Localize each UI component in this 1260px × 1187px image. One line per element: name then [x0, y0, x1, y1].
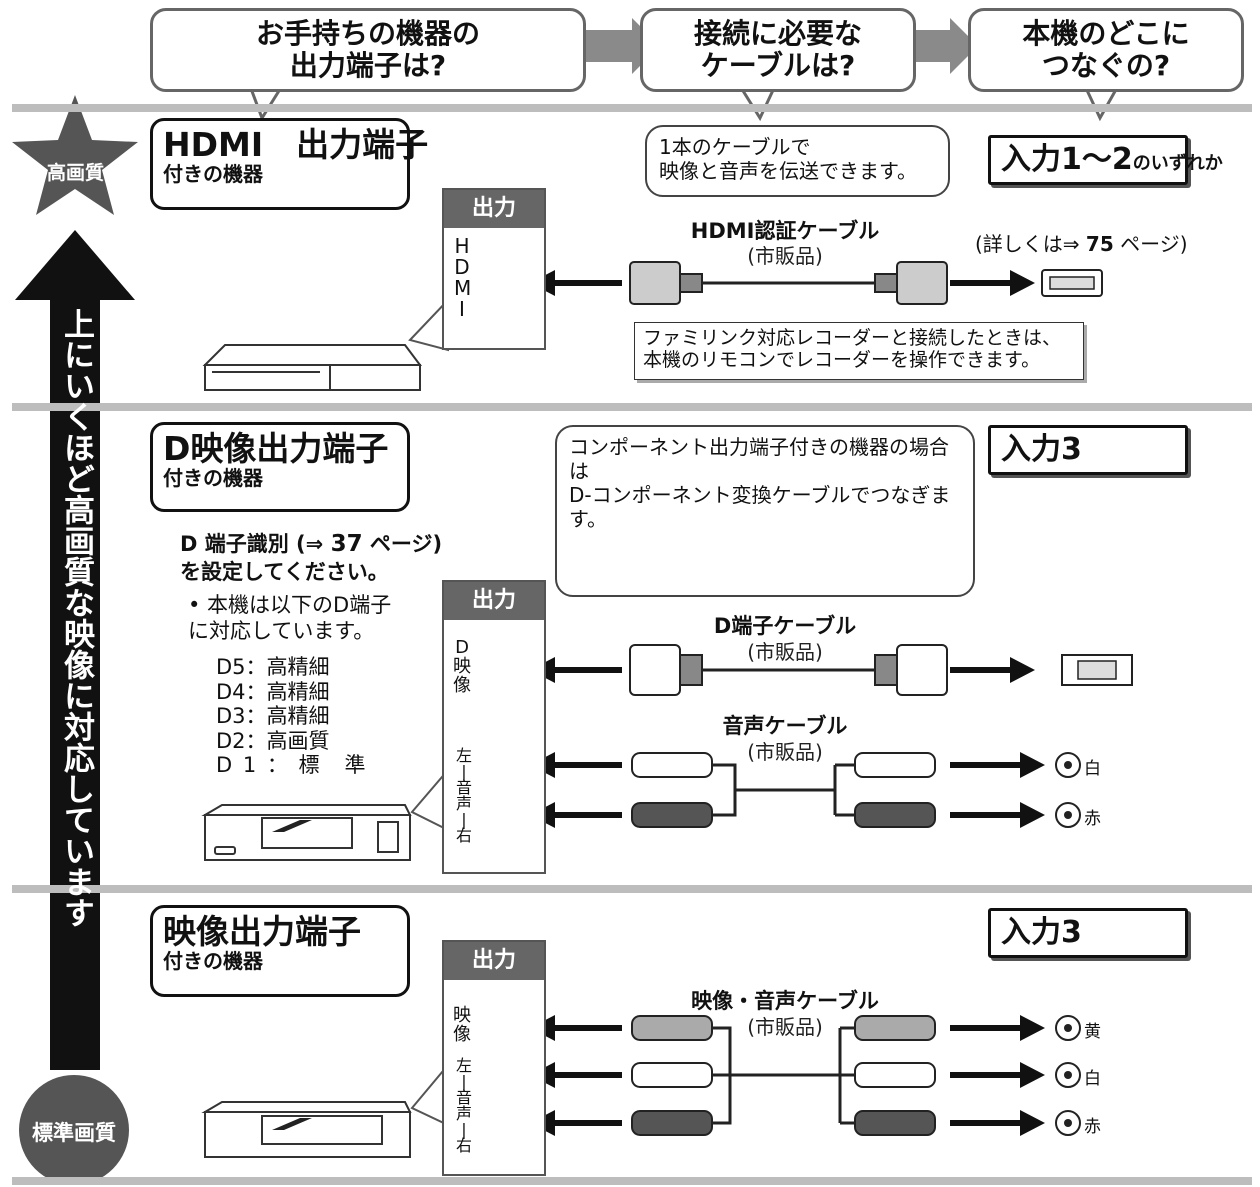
av-cable-name: 映像・音声ケーブル: [691, 989, 879, 1013]
hdmi-page-ref: (詳しくは⇒ 75 ページ): [975, 228, 1188, 257]
familink-note: ファミリンク対応レコーダーと接続したときは、 本機のリモコンでレコーダーを操作で…: [634, 322, 1084, 380]
composite-output-panel: 出力: [442, 940, 546, 1176]
quality-arrow: [15, 230, 135, 1070]
id-setting-page: 37: [330, 531, 363, 557]
tv-plug-yellow: 黄: [1084, 1022, 1101, 1042]
tv-plug-red: 赤: [1084, 1117, 1101, 1137]
hdmi-title: HDMI 出力端子: [163, 125, 429, 164]
ref-prefix: (詳しくは⇒: [975, 232, 1086, 256]
composite-audio-port-label: 左 | 音 声 | 右: [455, 1056, 472, 1155]
composite-title: 映像出力端子: [163, 912, 361, 951]
header-arrow-2: [912, 18, 978, 74]
header-where-connect: 本機のどこに つなぐの?: [968, 8, 1244, 92]
row-divider: [12, 885, 1252, 893]
d-audio-port-label: 左 | 音 声 | 右: [455, 746, 472, 845]
d-video-subtitle: 付きの機器: [163, 466, 263, 490]
audio-cable: [631, 752, 936, 828]
d-mode: D2：高画質: [216, 728, 330, 753]
d-mode: D4：高精細: [216, 679, 330, 704]
tv-plug-red: 赤: [1084, 809, 1101, 829]
hdmi-output-panel: 出力: [442, 188, 546, 350]
high-quality-label: 高画質: [46, 162, 104, 184]
d-video-device: [201, 804, 412, 861]
composite-input-box: 入力3: [988, 908, 1188, 958]
high-quality-star: [12, 95, 138, 215]
hdmi-bubble: 1本のケーブルで 映像と音声を伝送できます。: [645, 125, 950, 197]
hdmi-cable: [629, 261, 948, 305]
d-cable-name: D端子ケーブル: [713, 614, 857, 638]
hdmi-input-box: 入力1〜2のいずれか: [988, 135, 1223, 185]
d-id-setting-line2: を設定してください。: [180, 560, 389, 584]
hdmi-cable-note: (市販品): [747, 244, 823, 268]
hdmi-subtitle: 付きの機器: [163, 162, 263, 186]
row-divider: [12, 104, 1252, 112]
d-output-panel: 出力: [442, 580, 546, 874]
d-input-box: 入力3: [988, 425, 1188, 475]
d-mode: D3：高精細: [216, 704, 330, 728]
composite-subtitle: 付きの機器: [163, 949, 263, 973]
hdmi-recorder-device: [202, 344, 422, 391]
composite-device: [201, 1101, 412, 1158]
composite-video-port-label: 映 像: [453, 1005, 471, 1045]
d-video-category-box: D映像出力端子 付きの機器: [150, 422, 410, 512]
hdmi-input: 入力1〜2: [1001, 142, 1133, 177]
audio-cable-name: 音声ケーブル: [722, 714, 848, 738]
panel-header: 出力: [444, 582, 544, 620]
ref-suffix: ページ): [1113, 232, 1188, 256]
d-video-title: D映像出力端子: [163, 429, 389, 468]
id-setting-b: ページ): [362, 532, 443, 556]
hdmi-input-suffix: のいずれか: [1132, 153, 1223, 174]
row-divider: [12, 403, 1252, 411]
hdmi-port-label: HDMI: [454, 234, 472, 321]
tv-plug-white: 白: [1084, 759, 1101, 779]
d-port-label: D 映 像: [453, 637, 471, 696]
panel-header: 出力: [444, 942, 544, 980]
d-mode: D 1 ： 標 準: [216, 753, 368, 777]
d-mode: D5：高精細: [216, 655, 330, 679]
quality-arrow-text: 上にいくほど高画質な映像に対応しています: [58, 308, 94, 928]
panel-header: 出力: [444, 190, 544, 228]
av-cable-note: (市販品): [747, 1015, 823, 1039]
d-cable: [629, 644, 948, 696]
row-divider: [12, 1177, 1252, 1185]
hdmi-cable-name: HDMI認証ケーブル: [690, 219, 880, 243]
id-setting-a: D 端子識別 (⇒: [180, 532, 331, 556]
d-cable-note: (市販品): [747, 640, 823, 664]
tv-plug-white: 白: [1084, 1069, 1101, 1089]
header-required-cable: 接続に必要な ケーブルは?: [640, 8, 916, 92]
standard-quality-label: 標準画質: [32, 1121, 116, 1145]
composite-category-box: 映像出力端子 付きの機器: [150, 905, 410, 997]
ref-page: 75: [1085, 232, 1114, 256]
hdmi-category-box: HDMI 出力端子 付きの機器: [150, 118, 429, 210]
component-bubble: コンポーネント出力端子付きの機器の場合は D-コンポーネント変換ケーブルでつなぎ…: [555, 425, 975, 597]
d-mode-list: D5：高精細 D4：高精細 D3：高精細 D2：高画質 D 1 ： 標 準: [216, 655, 368, 778]
standard-quality-circle: [19, 1075, 129, 1185]
d-support-note: • 本機は以下のD端子 に対応しています。: [188, 593, 392, 643]
d-id-setting: D 端子識別 (⇒ 37 ページ): [180, 528, 442, 558]
header-output-terminal: お手持ちの機器の 出力端子は?: [150, 8, 586, 92]
av-cable: [631, 1015, 936, 1136]
audio-cable-note: (市販品): [747, 740, 823, 764]
